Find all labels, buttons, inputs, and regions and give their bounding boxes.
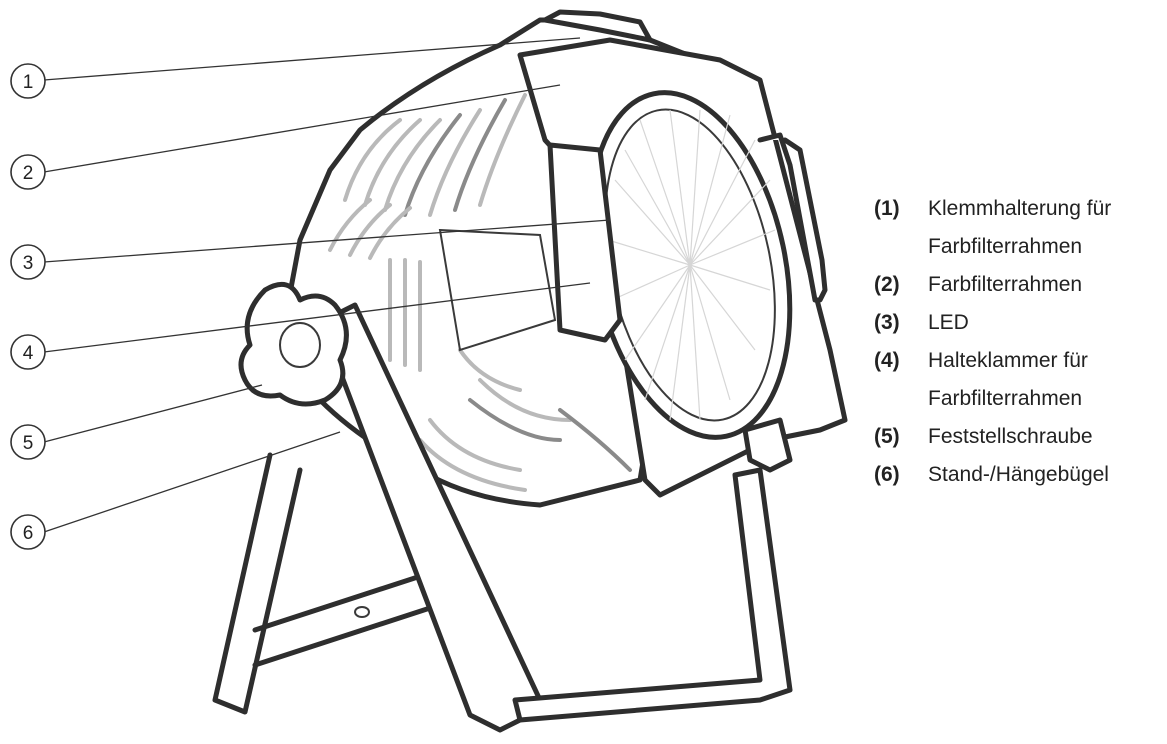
stand-screw-hole [354, 606, 370, 618]
holding-clip-plate [438, 228, 557, 352]
filter-frame-clamp [542, 9, 653, 43]
callout-number-4: 4 [23, 343, 34, 364]
legend-text: Farbfilterrahmen [928, 387, 1083, 410]
leader-line-5 [43, 384, 263, 443]
legend-text: Klemmhalterung für [928, 197, 1112, 220]
legend-text: Stand-/Hängebügel [928, 463, 1109, 486]
legend-key: (3) [874, 311, 900, 334]
holding-clip [547, 142, 623, 343]
leader-line-1 [43, 37, 581, 81]
leader-line-3 [43, 219, 611, 263]
callout-number-3: 3 [23, 253, 34, 274]
legend: (1) Klemmhalterung für Farbfilterrahmen … [874, 190, 1164, 494]
stand-base [512, 467, 793, 723]
legend-text: Halteklammer für [928, 349, 1088, 372]
callout-4: 4 [10, 334, 46, 370]
legend-item-1-continued: Farbfilterrahmen [874, 228, 1164, 266]
leader-line-4 [43, 282, 591, 353]
legend-item-6: (6) Stand-/Hängebügel [874, 456, 1164, 494]
leader-line-6 [43, 431, 341, 533]
callout-2: 2 [10, 154, 46, 190]
legend-text: Farbfilterrahmen [928, 273, 1083, 296]
locking-knob [238, 281, 349, 407]
stand-back-leg [212, 452, 303, 715]
legend-item-4-continued: Farbfilterrahmen [874, 380, 1164, 418]
legend-text: Feststellschraube [928, 425, 1093, 448]
callout-number-6: 6 [23, 523, 34, 544]
legend-key: (2) [874, 273, 900, 296]
led-reflector [607, 109, 776, 421]
callout-3: 3 [10, 244, 46, 280]
legend-key: (4) [874, 349, 900, 372]
callout-number-1: 1 [23, 72, 34, 93]
callout-number-2: 2 [23, 163, 34, 184]
leader-line-2 [43, 84, 561, 173]
legend-text: Farbfilterrahmen [928, 235, 1083, 258]
legend-key: (5) [874, 425, 900, 448]
callout-number-5: 5 [23, 433, 34, 454]
callout-1: 1 [10, 63, 46, 99]
legend-item-2: (2) Farbfilterrahmen [874, 266, 1164, 304]
spotlight-illustration [212, 9, 848, 733]
legend-item-3: (3) LED [874, 304, 1164, 342]
callout-6: 6 [10, 514, 46, 550]
legend-key: (1) [874, 197, 900, 220]
legend-item-1: (1) Klemmhalterung für [874, 190, 1164, 228]
leader-lines [43, 37, 611, 533]
side-rail [757, 132, 828, 303]
stand-front-leg [327, 302, 543, 733]
legend-item-5: (5) Feststellschraube [874, 418, 1164, 456]
cooling-fins [328, 93, 632, 492]
legend-key: (6) [874, 463, 900, 486]
callouts: 1 2 3 4 5 6 [10, 63, 46, 550]
legend-item-4: (4) Halteklammer für [874, 342, 1164, 380]
knob-center [279, 322, 321, 368]
callout-5: 5 [10, 424, 46, 460]
lower-clamp [742, 417, 793, 473]
legend-text: LED [928, 311, 969, 334]
